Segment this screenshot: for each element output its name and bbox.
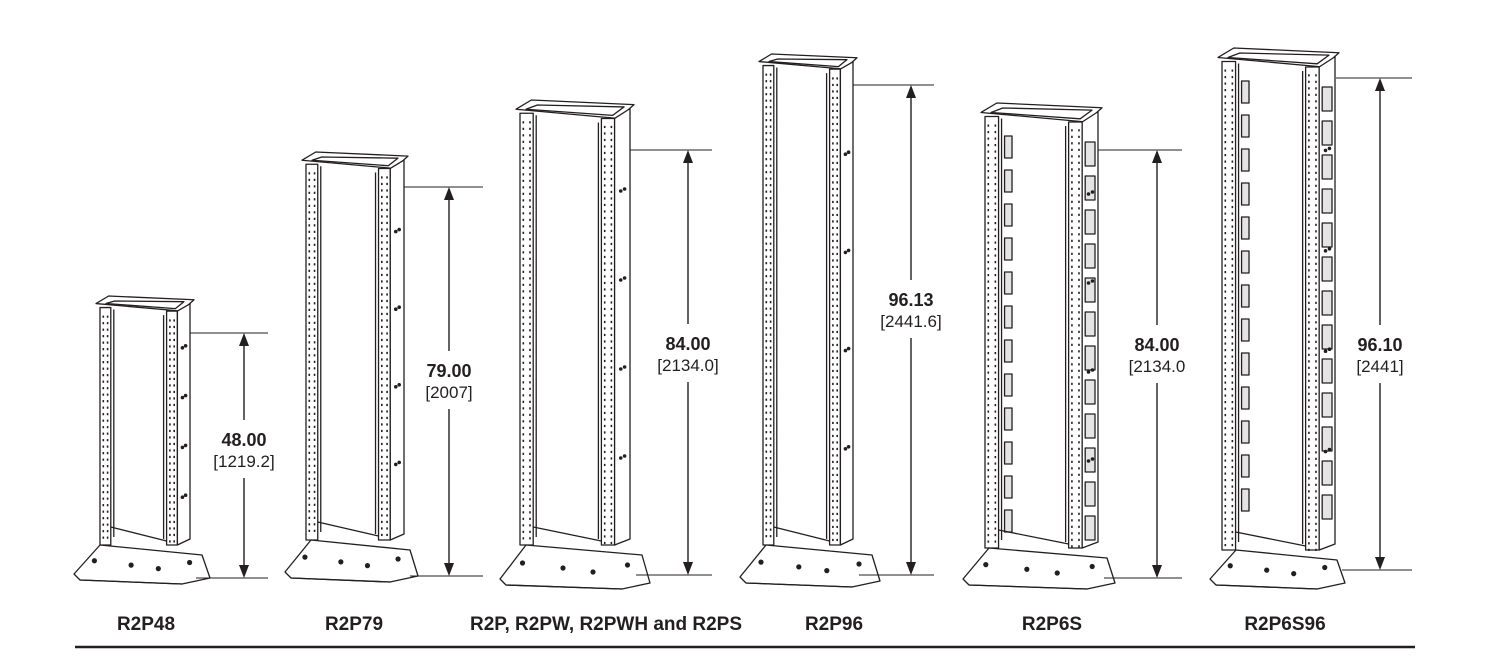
rack-mounting-holes <box>987 124 1080 548</box>
rack-right-rail <box>828 68 842 546</box>
height-inches-label: 96.10 <box>1357 335 1402 355</box>
rack-side-face <box>389 159 405 541</box>
rack-top-opening <box>990 107 1093 120</box>
arrowhead-up-icon <box>683 150 693 163</box>
rack-illustration-5 <box>962 102 1116 590</box>
cable-slots <box>1003 135 1096 541</box>
rack-left-rail <box>984 115 1000 549</box>
rack-side-face <box>839 61 854 546</box>
rack-top-opening <box>525 104 625 117</box>
height-dimension-6: 96.10 [2441] <box>1336 77 1412 571</box>
height-dimension-2: 79.00 [2007] <box>404 186 483 577</box>
rack-illustration-1 <box>73 295 211 585</box>
rack-mounting-holes <box>765 73 838 542</box>
rack-top-cap <box>95 295 195 312</box>
rack-right-rail <box>165 310 179 546</box>
rack-top-cap <box>301 151 409 170</box>
rack-side-face <box>176 303 191 546</box>
height-millimeters-label: [2007] <box>425 383 472 402</box>
rack-right-rail <box>1304 66 1320 551</box>
rack-top-cap <box>758 53 858 70</box>
rack-right-rail <box>600 117 616 546</box>
arrowhead-down-icon <box>1375 557 1385 570</box>
rack-model-caption: R2P6S96 <box>1244 614 1325 635</box>
arrowhead-down-icon <box>239 565 249 578</box>
arrowhead-up-icon <box>239 333 249 346</box>
height-dimension-1: 48.00 [1219.2] <box>190 332 275 579</box>
rack-top-opening <box>311 156 399 167</box>
height-dimension-5: 84.00 [2134.0 <box>1098 149 1186 579</box>
height-millimeters-label: [1219.2] <box>213 452 274 471</box>
arrowhead-up-icon <box>906 85 916 98</box>
height-inches-label: 96.13 <box>888 290 933 310</box>
rack-mounting-holes <box>308 172 388 537</box>
height-dimension-4: 96.13 [2441.6] <box>853 84 942 576</box>
rack-side-face <box>1081 111 1099 549</box>
rack-model-caption: R2P, R2PW, R2PWH and R2PS <box>470 614 742 635</box>
rack-left-rail <box>762 64 775 546</box>
height-millimeters-label: [2134.0 <box>1129 357 1186 376</box>
rack-right-rail <box>1067 121 1083 549</box>
height-millimeters-label: [2441] <box>1356 357 1403 376</box>
rack-left-rail <box>1221 60 1237 551</box>
arrowhead-down-icon <box>906 562 916 575</box>
rack-top-opening <box>105 300 185 310</box>
rack-mounting-holes <box>522 121 613 545</box>
rack-left-rail <box>305 163 319 541</box>
arrowhead-up-icon <box>1152 150 1162 163</box>
rack-right-rail <box>377 167 391 541</box>
height-millimeters-label: [2441.6] <box>880 312 941 331</box>
arrowhead-down-icon <box>683 562 693 575</box>
rack-left-rail <box>519 112 534 546</box>
height-inches-label: 84.00 <box>1134 335 1179 355</box>
rack-illustration-3 <box>499 99 651 590</box>
arrowhead-up-icon <box>1375 78 1385 91</box>
height-inches-label: 48.00 <box>221 430 266 450</box>
rack-illustration-2 <box>284 151 419 583</box>
rack-top-opening <box>768 58 848 68</box>
rack-mounting-holes <box>1224 69 1317 551</box>
rack-mounting-holes <box>102 315 175 543</box>
rack-model-caption: R2P6S <box>1022 614 1082 635</box>
arrowhead-down-icon <box>1152 565 1162 578</box>
rack-top-opening <box>1227 52 1330 65</box>
rack-model-caption: R2P79 <box>325 614 383 635</box>
rack-left-rail <box>99 306 112 546</box>
height-inches-label: 79.00 <box>426 361 471 381</box>
height-millimeters-label: [2134.0] <box>657 356 718 375</box>
rack-side-face <box>613 107 631 546</box>
rack-illustration-6 <box>1209 47 1346 590</box>
rack-model-caption: R2P96 <box>805 614 863 635</box>
height-dimension-3: 84.00 [2134.0] <box>630 149 719 576</box>
cable-slots <box>1240 80 1333 520</box>
height-inches-label: 84.00 <box>665 334 710 354</box>
arrowhead-up-icon <box>444 187 454 200</box>
arrowhead-down-icon <box>444 563 454 576</box>
rack-illustration-4 <box>739 53 881 588</box>
rack-model-caption: R2P48 <box>117 614 175 635</box>
